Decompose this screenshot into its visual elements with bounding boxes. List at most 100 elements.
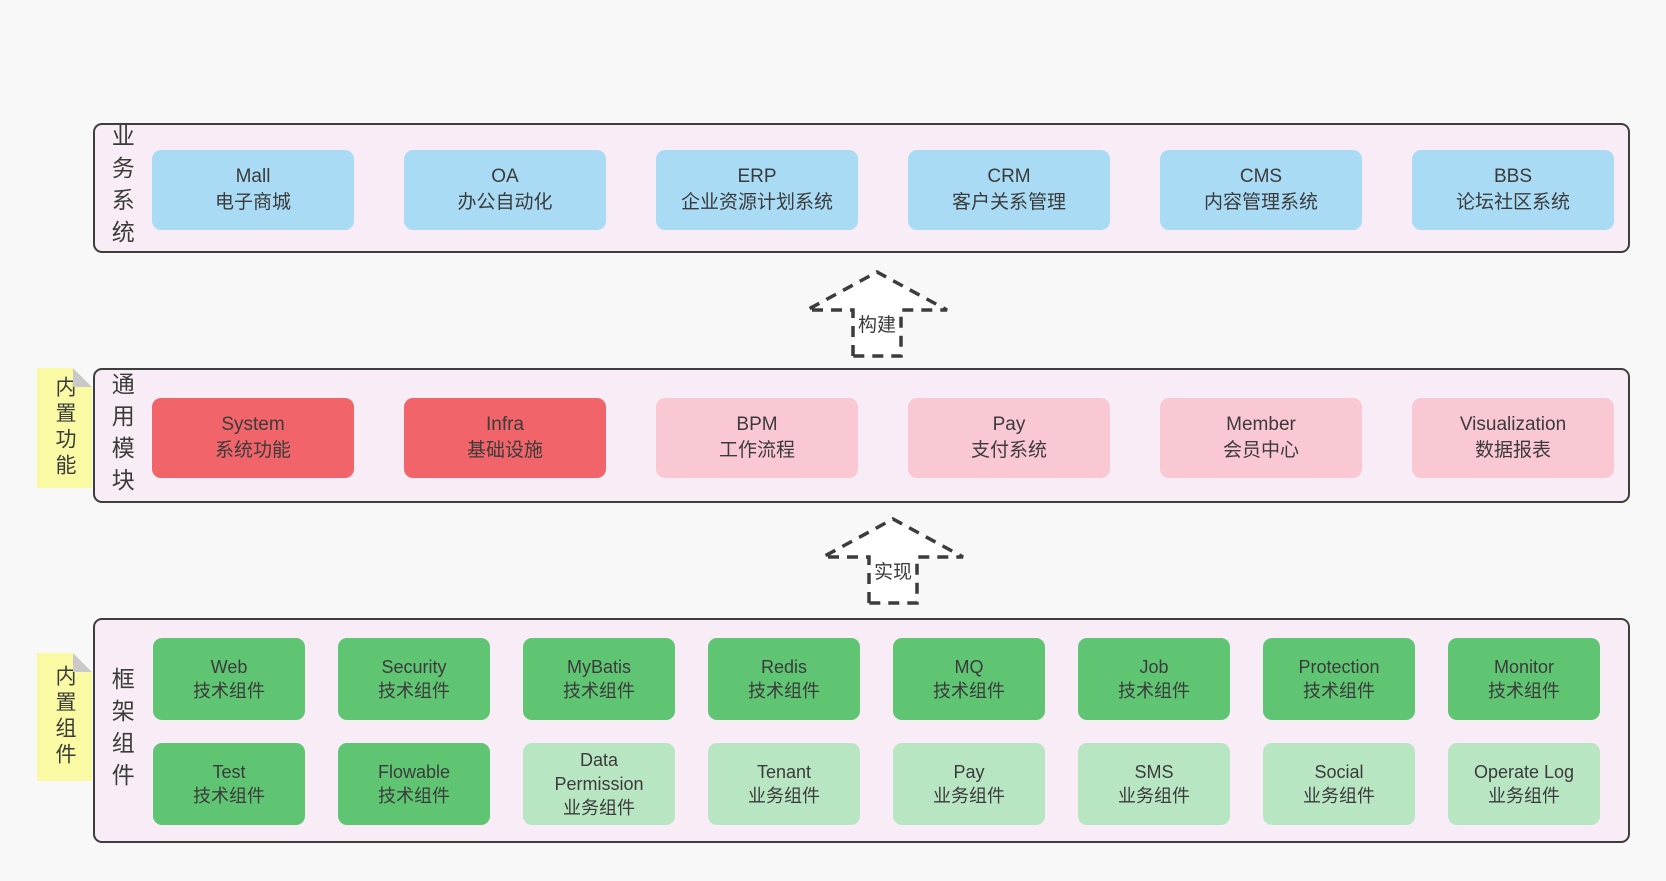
box-subtitle: 技术组件 <box>378 681 450 701</box>
box-infra: Infra 基础设施 <box>404 398 606 478</box>
box-member: Member 会员中心 <box>1160 398 1362 478</box>
band-label-business-systems: 业务系统 <box>108 124 135 252</box>
box-subtitle: 工作流程 <box>718 440 795 461</box>
sticky-note-built-in-features: 内置功能 <box>37 368 92 488</box>
implement-arrow: 实现 <box>813 513 973 609</box>
box-title: Tenant <box>756 762 812 782</box>
box-title: CRM <box>987 166 1031 187</box>
box-visualization: Visualization 数据报表 <box>1412 398 1614 478</box>
box-subtitle: 论坛社区系统 <box>1455 192 1570 213</box>
box-bpm: BPM 工作流程 <box>656 398 858 478</box>
box-title: Monitor <box>1493 657 1555 677</box>
box-erp: ERP 企业资源计划系统 <box>656 150 858 230</box>
box-title: System <box>221 414 285 435</box>
box-subtitle: 系统功能 <box>214 440 291 461</box>
box-monitor: Monitor 技术组件 <box>1448 638 1600 720</box>
box-web: Web 技术组件 <box>153 638 305 720</box>
folded-corner-icon <box>73 368 92 387</box>
box-subtitle: 电子商城 <box>214 192 291 213</box>
box-subtitle: 内容管理系统 <box>1203 192 1318 213</box>
sticky-note-text: 内置功能 <box>53 376 76 480</box>
box-title: Protection <box>1298 657 1380 677</box>
box-title: Pay <box>992 414 1026 435</box>
box-subtitle: 客户关系管理 <box>951 192 1066 213</box>
box-pay: Pay 支付系统 <box>908 398 1110 478</box>
box-test: Test 技术组件 <box>153 743 305 825</box>
box-title: Social <box>1314 762 1364 782</box>
box-subtitle: 业务组件 <box>1118 786 1190 806</box>
box-subtitle: 技术组件 <box>563 681 635 701</box>
box-title: Flowable <box>377 762 451 782</box>
box-crm: CRM 客户关系管理 <box>908 150 1110 230</box>
box-title: ERP <box>737 166 777 187</box>
band-business-systems: 业务系统 Mall 电子商城 OA 办公自动化 ERP 企业资源计划系统 CRM… <box>93 123 1630 253</box>
box-title: SMS <box>1134 762 1174 782</box>
box-title: BBS <box>1493 166 1533 187</box>
box-operate-log: Operate Log 业务组件 <box>1448 743 1600 825</box>
box-subtitle: 基础设施 <box>466 440 543 461</box>
box-title: Job <box>1139 657 1169 677</box>
arrow-label-build: 构建 <box>854 309 900 338</box>
build-arrow: 构建 <box>797 266 957 362</box>
box-title: MyBatis <box>566 657 631 677</box>
box-redis: Redis 技术组件 <box>708 638 860 720</box>
box-flowable: Flowable 技术组件 <box>338 743 490 825</box>
box-title: Test <box>212 762 246 782</box>
box-pay-component: Pay 业务组件 <box>893 743 1045 825</box>
box-title: Infra <box>485 414 525 435</box>
box-social: Social 业务组件 <box>1263 743 1415 825</box>
box-mq: MQ 技术组件 <box>893 638 1045 720</box>
components-row-2: Test 技术组件 Flowable 技术组件 Data Permission … <box>153 743 1600 825</box>
box-title: Web <box>210 657 248 677</box>
box-oa: OA 办公自动化 <box>404 150 606 230</box>
box-title: OA <box>491 166 519 187</box>
box-sms: SMS 业务组件 <box>1078 743 1230 825</box>
box-subtitle: 技术组件 <box>1118 681 1190 701</box>
box-subtitle: 技术组件 <box>193 786 265 806</box>
box-subtitle: 企业资源计划系统 <box>680 192 833 213</box>
box-cms: CMS 内容管理系统 <box>1160 150 1362 230</box>
box-subtitle: 技术组件 <box>378 786 450 806</box>
band-label-common-modules: 通用模块 <box>108 371 135 500</box>
box-subtitle: 业务组件 <box>748 786 820 806</box>
folded-corner-icon <box>73 653 92 672</box>
modules-box-row: System 系统功能 Infra 基础设施 BPM 工作流程 Pay 支付系统… <box>152 398 1614 478</box>
box-title: CMS <box>1239 166 1283 187</box>
box-system: System 系统功能 <box>152 398 354 478</box>
band-label-framework-components: 框架组件 <box>108 666 135 795</box>
box-mall: Mall 电子商城 <box>152 150 354 230</box>
business-box-row: Mall 电子商城 OA 办公自动化 ERP 企业资源计划系统 CRM 客户关系… <box>152 150 1614 230</box>
box-security: Security 技术组件 <box>338 638 490 720</box>
box-title: Security <box>381 657 447 677</box>
box-subtitle: 支付系统 <box>970 440 1047 461</box>
box-tenant: Tenant 业务组件 <box>708 743 860 825</box>
box-title: Data Permission <box>554 750 644 794</box>
box-subtitle: 办公自动化 <box>457 192 553 213</box>
box-subtitle: 技术组件 <box>748 681 820 701</box>
arrow-label-implement: 实现 <box>870 556 916 585</box>
box-subtitle: 数据报表 <box>1474 440 1551 461</box>
box-title: Operate Log <box>1473 762 1575 782</box>
band-common-modules: 通用模块 System 系统功能 Infra 基础设施 BPM 工作流程 Pay… <box>93 368 1630 503</box>
box-title: Mall <box>235 166 271 187</box>
sticky-note-text: 内置组件 <box>53 665 76 769</box>
box-title: Pay <box>953 762 985 782</box>
band-framework-components: 框架组件 Web 技术组件 Security 技术组件 MyBatis 技术组件… <box>93 618 1630 843</box>
box-subtitle: 技术组件 <box>933 681 1005 701</box>
box-protection: Protection 技术组件 <box>1263 638 1415 720</box>
box-subtitle: 会员中心 <box>1222 440 1299 461</box>
box-subtitle: 业务组件 <box>1303 786 1375 806</box>
components-row-1: Web 技术组件 Security 技术组件 MyBatis 技术组件 Redi… <box>153 638 1600 720</box>
box-bbs: BBS 论坛社区系统 <box>1412 150 1614 230</box>
box-job: Job 技术组件 <box>1078 638 1230 720</box>
box-title: Member <box>1226 414 1296 435</box>
sticky-note-built-in-components: 内置组件 <box>37 653 92 781</box>
box-mybatis: MyBatis 技术组件 <box>523 638 675 720</box>
box-title: Visualization <box>1459 414 1567 435</box>
box-data-permission: Data Permission 业务组件 <box>523 743 675 825</box>
box-subtitle: 业务组件 <box>1488 786 1560 806</box>
box-subtitle: 技术组件 <box>1488 681 1560 701</box>
box-subtitle: 技术组件 <box>1303 681 1375 701</box>
box-title: BPM <box>736 414 778 435</box>
